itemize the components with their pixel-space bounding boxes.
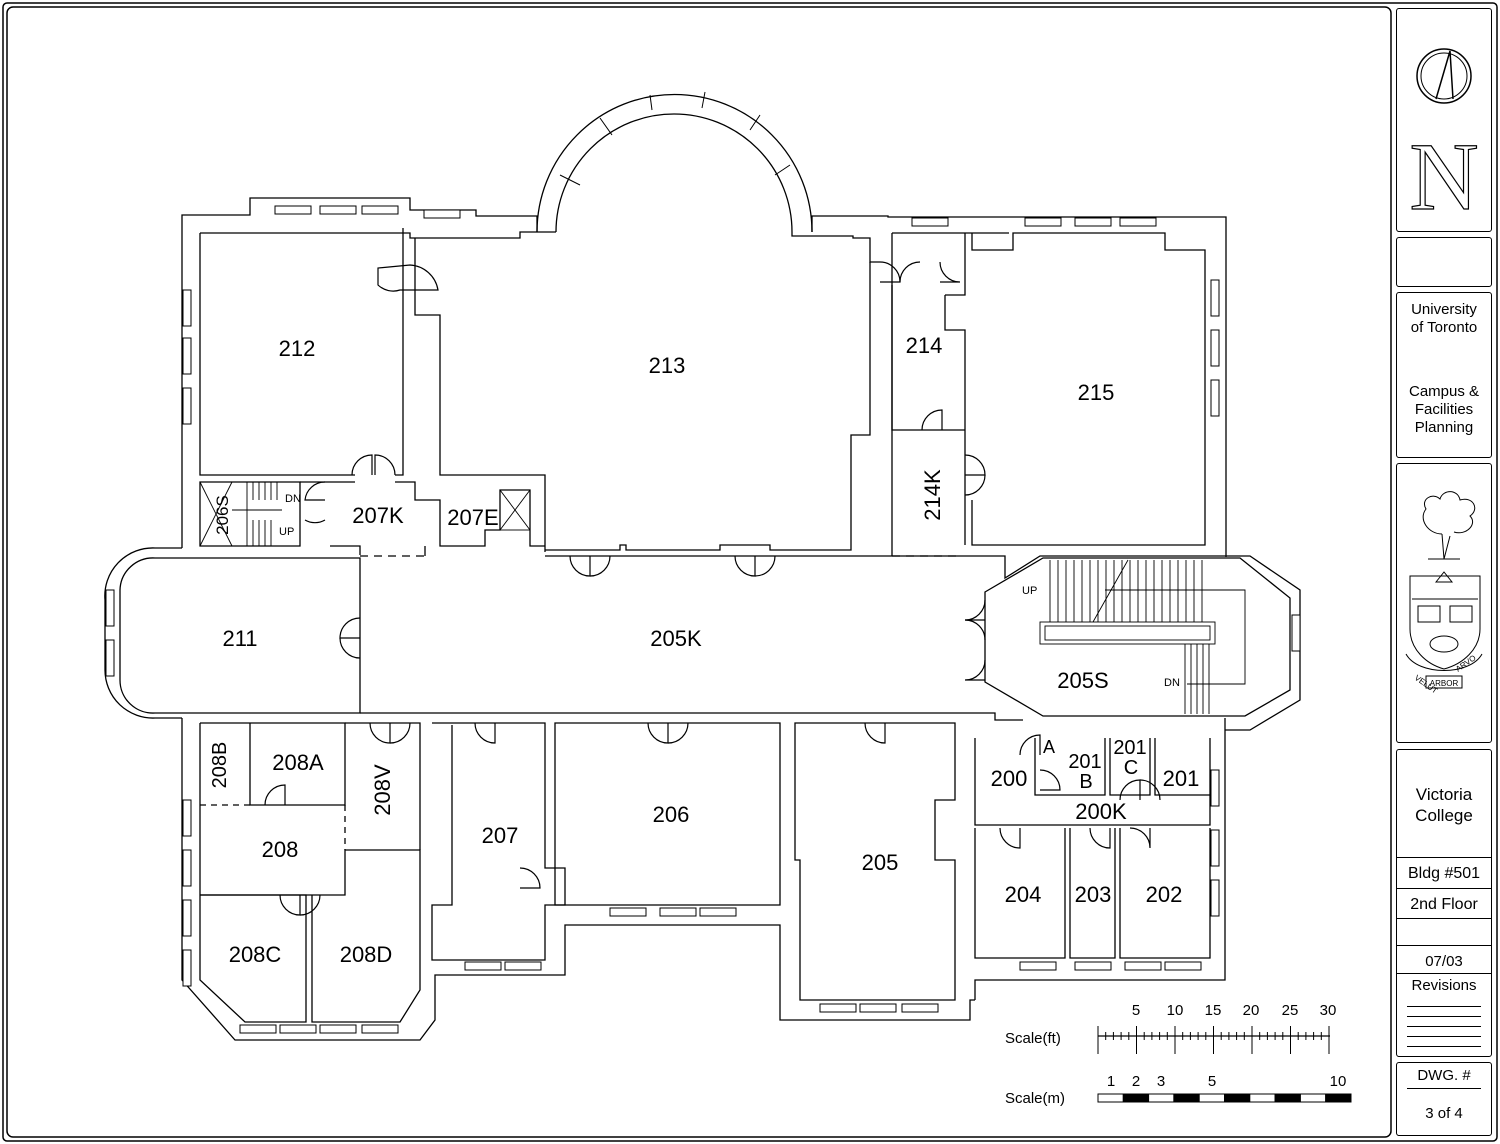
north-arrow-panel: N: [1396, 8, 1492, 232]
scale-m-segment: [1224, 1093, 1251, 1103]
scale-m-bar: [1097, 1093, 1352, 1103]
building-number: Bldg #501: [1407, 865, 1481, 882]
scale-m-tick-1: 1: [1107, 1073, 1115, 1090]
room-label-201c-bottom: C: [1124, 757, 1138, 779]
stair-label-dn-206s: DN: [285, 493, 301, 505]
scale-ft-tick-30: 30: [1320, 1002, 1337, 1019]
department-name: Campus & Facilities Planning: [1408, 383, 1480, 436]
university-panel: University of Toronto Campus & Facilitie…: [1396, 292, 1492, 458]
room-label-208d: 208D: [340, 942, 393, 967]
stairs: [199, 481, 1246, 714]
college-panel: Victoria College Bldg #501 2nd Floor 07/…: [1396, 749, 1492, 1057]
scale-m-tick-10: 10: [1330, 1073, 1347, 1090]
room-label-204: 204: [1005, 882, 1042, 907]
doors: [264, 261, 1161, 916]
room-label-200k: 200K: [1075, 799, 1127, 824]
room-label-205: 205: [862, 850, 899, 875]
scale-ft-tick-20: 20: [1243, 1002, 1260, 1019]
dwg-number: 3 of 4: [1425, 1105, 1463, 1122]
scale-m-tick-2: 2: [1132, 1073, 1140, 1090]
north-letter: N: [1409, 123, 1478, 229]
scale-m-segment: [1097, 1093, 1124, 1103]
scale-m-segment: [1198, 1093, 1225, 1103]
scale-ft-tick-25: 25: [1282, 1002, 1299, 1019]
room-label-213: 213: [649, 353, 686, 378]
room-labels: 212 213 214 215 206S 207K 207E 214K 211 …: [209, 333, 1199, 967]
scale-bars: Scale(ft) 5 10 15 20 25 30 Scale(m) 1 2 …: [1005, 1002, 1352, 1107]
room-label-205s: 205S: [1057, 668, 1108, 693]
revisions-label: Revisions: [1411, 977, 1477, 994]
stair-label-up-206s: UP: [279, 526, 294, 538]
room-label-201b-top: 201: [1068, 751, 1101, 773]
dwg-label: DWG. #: [1417, 1067, 1471, 1084]
blank-panel: [1396, 237, 1492, 287]
room-label-208c: 208C: [229, 942, 282, 967]
room-label-211: 211: [222, 626, 257, 651]
room-label-200: 200: [991, 766, 1028, 791]
room-label-203: 203: [1075, 882, 1112, 907]
room-label-208b: 208B: [209, 742, 231, 789]
scale-m-segment: [1299, 1093, 1327, 1103]
room-label-214k: 214K: [920, 469, 945, 521]
college-name: Victoria College: [1415, 785, 1473, 825]
floor-name: 2nd Floor: [1410, 896, 1478, 913]
dome-windows: [559, 91, 791, 186]
room-label-208v: 208V: [370, 764, 395, 816]
drawing-date: 07/03: [1425, 953, 1463, 970]
victoria-crest-icon: VELUT ARVO ARBOR: [1405, 491, 1482, 695]
stair-label-up-205s: UP: [1022, 585, 1037, 597]
scale-ft-ticks: [1097, 1026, 1330, 1054]
room-label-214: 214: [906, 333, 943, 358]
room-label-201b-bottom: B: [1079, 771, 1092, 793]
north-arrow-icon: N: [1408, 48, 1479, 231]
room-label-206s: 206S: [213, 495, 232, 535]
scale-ft-tick-15: 15: [1205, 1002, 1222, 1019]
room-label-212: 212: [279, 336, 316, 361]
room-label-202: 202: [1146, 882, 1183, 907]
room-label-201: 201: [1163, 766, 1200, 791]
scale-m-segment: [1325, 1093, 1352, 1103]
crest-motto-right: ARVO: [1453, 653, 1477, 673]
building-walls: [104, 93, 1301, 1041]
room-label-208: 208: [262, 837, 299, 862]
scale-m-segment: [1148, 1093, 1175, 1103]
university-name: University of Toronto: [1410, 301, 1478, 336]
scale-ft-tick-5: 5: [1132, 1002, 1140, 1019]
drawing-frame: [6, 6, 1392, 1138]
room-label-201c-top: 201: [1113, 737, 1146, 759]
room-label-208a: 208A: [272, 750, 324, 775]
scale-ft-tick-10: 10: [1167, 1002, 1184, 1019]
crest-motto-bottom: ARBOR: [1429, 679, 1458, 688]
scale-m-segment: [1122, 1093, 1150, 1103]
crest-panel: VELUT ARVO ARBOR: [1396, 463, 1492, 743]
scale-m-segment: [1274, 1093, 1301, 1103]
stair-label-dn-205s: DN: [1164, 677, 1180, 689]
scale-m-label: Scale(m): [1005, 1090, 1065, 1107]
room-label-a: A: [1043, 737, 1055, 757]
room-label-207e: 207E: [447, 505, 498, 530]
room-label-206: 206: [653, 802, 690, 827]
room-label-205k: 205K: [650, 626, 702, 651]
scale-m-segment: [1173, 1093, 1200, 1103]
drawing-number-panel: DWG. # 3 of 4: [1396, 1062, 1492, 1136]
scale-m-tick-5: 5: [1208, 1073, 1216, 1090]
room-label-207k: 207K: [352, 503, 404, 528]
scale-m-tick-3: 3: [1157, 1073, 1165, 1090]
room-label-215: 215: [1078, 380, 1115, 405]
room-label-207: 207: [482, 823, 519, 848]
windows: [105, 205, 1301, 1034]
scale-m-segment: [1249, 1093, 1276, 1103]
scale-ft-label: Scale(ft): [1005, 1030, 1061, 1047]
